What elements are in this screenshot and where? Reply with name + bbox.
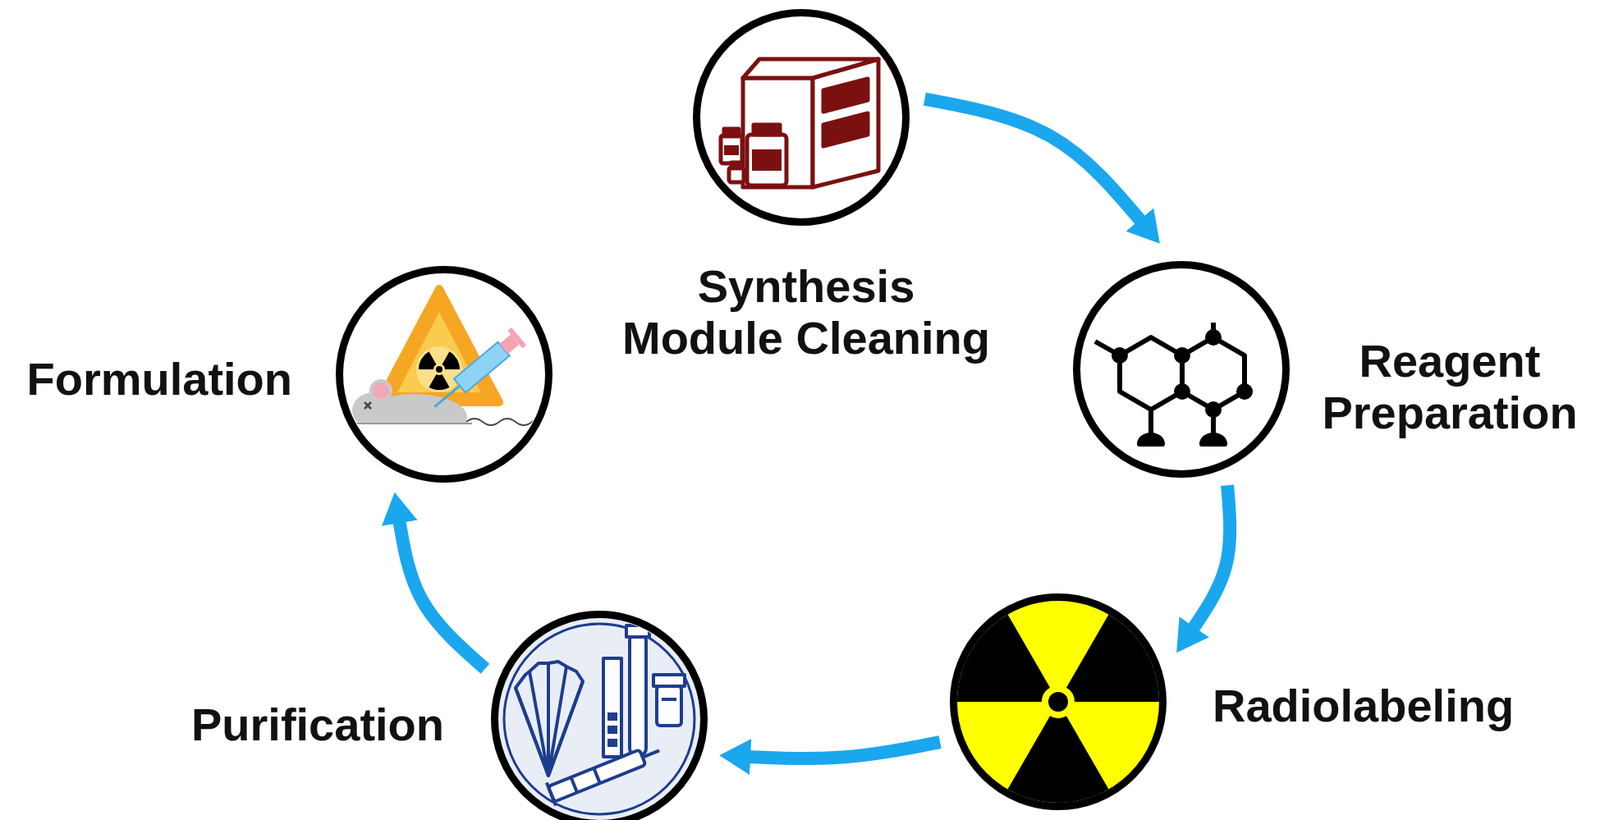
molecule-icon: [1201, 435, 1225, 445]
cycle-arrow: [743, 742, 940, 759]
purification-icon: [607, 738, 618, 748]
molecule-icon: [1139, 435, 1163, 445]
formulation-icon: [364, 402, 372, 409]
molecule-icon: [1205, 329, 1222, 346]
synthesis-module-icon: [720, 135, 743, 164]
molecule-icon: [1182, 337, 1245, 410]
synthesis-module-icon: [753, 124, 780, 135]
formulation-icon: [344, 288, 551, 457]
purification-icon: [661, 697, 677, 702]
step-circle: Purification: [490, 610, 708, 820]
purification-icon: [607, 725, 618, 734]
synthesis-module-icon: [742, 77, 813, 188]
synthesis-module-icon: [724, 128, 739, 137]
synthesis-module-icon: [724, 145, 739, 156]
purification-icon: [603, 658, 622, 757]
purification-icon: [548, 749, 647, 802]
synthesis-module-icon: [742, 59, 879, 78]
purification-icon: [607, 712, 618, 721]
cycle-arrow: [398, 516, 485, 669]
radiation-symbol: [1048, 692, 1069, 712]
molecule-icon: [1173, 347, 1191, 364]
radiation-symbol: [418, 351, 437, 370]
step-label: Radiolabeling: [1212, 680, 1514, 733]
formulation-icon: [344, 423, 551, 457]
molecule-icon: [1111, 347, 1128, 364]
molecule-icon: [1236, 383, 1253, 400]
radiation-symbol: [957, 614, 1050, 702]
molecule-icon: [1095, 322, 1253, 445]
step-circle: Reagent Preparation: [1072, 261, 1290, 478]
radiation-symbol: [1066, 614, 1160, 702]
circle-ground: [1074, 262, 1289, 477]
radiation-symbol: [442, 351, 461, 370]
step-circle: Synthesis Module Cleaning: [692, 9, 910, 226]
formulation-icon: [453, 342, 510, 394]
synthesis-module-icon: [720, 59, 879, 188]
molecule-icon: [1173, 383, 1191, 400]
purification-icon: [515, 661, 583, 776]
radiation-symbol: [429, 374, 450, 390]
synthesis-module-icon: [747, 134, 787, 186]
formulation-icon: [371, 380, 391, 401]
molecule-icon: [1205, 401, 1222, 418]
molecule-icon: [1119, 337, 1183, 410]
step-label: Reagent Preparation: [1312, 335, 1588, 439]
purification-icon: [653, 674, 685, 687]
synthesis-module-icon: [731, 162, 742, 169]
formulation-icon: [379, 288, 500, 403]
cycle-arrow: [1190, 485, 1230, 633]
purification-icon: [642, 750, 660, 757]
circle-ground: [337, 267, 551, 482]
step-circle: Radiolabeling: [949, 593, 1167, 811]
cycle-arrow: [924, 99, 1144, 225]
step-label: Synthesis Module Cleaning: [613, 261, 1000, 364]
formulation-icon: [426, 327, 527, 417]
molecule-icon: [1111, 329, 1253, 418]
radiation-symbol: [957, 614, 1160, 803]
synthesis-module-icon: [812, 59, 879, 188]
formulation-icon: [348, 422, 473, 425]
purification-icon: [593, 768, 600, 784]
synthesis-module-icon: [823, 78, 868, 112]
purification-icon: [504, 623, 695, 815]
circle-ground: [694, 10, 908, 225]
purification-icon: [546, 738, 665, 806]
formulation-icon: [466, 418, 549, 426]
circle-ground: [492, 612, 707, 820]
formulation-icon: [434, 385, 460, 408]
step-circle: Formulation: [335, 265, 553, 483]
step-label: Purification: [191, 699, 445, 752]
purification-icon: [656, 686, 682, 726]
purification-icon: [629, 633, 647, 756]
radiation-symbol: [418, 351, 460, 390]
synthesis-module-icon: [823, 113, 868, 147]
step-label: Formulation: [26, 353, 293, 406]
formulation-icon: [507, 327, 527, 349]
purification-icon: [571, 777, 578, 794]
synthesis-module-icon: [751, 149, 782, 171]
purification-icon: [504, 623, 695, 815]
circle-ground: [337, 10, 1289, 820]
purification-icon: [626, 625, 650, 638]
purification-icon: [546, 783, 556, 807]
circle-ground: [951, 595, 1165, 809]
radiation-symbol: [1008, 715, 1110, 803]
formulation-icon: [416, 346, 463, 393]
radiation-symbol: [435, 366, 443, 373]
